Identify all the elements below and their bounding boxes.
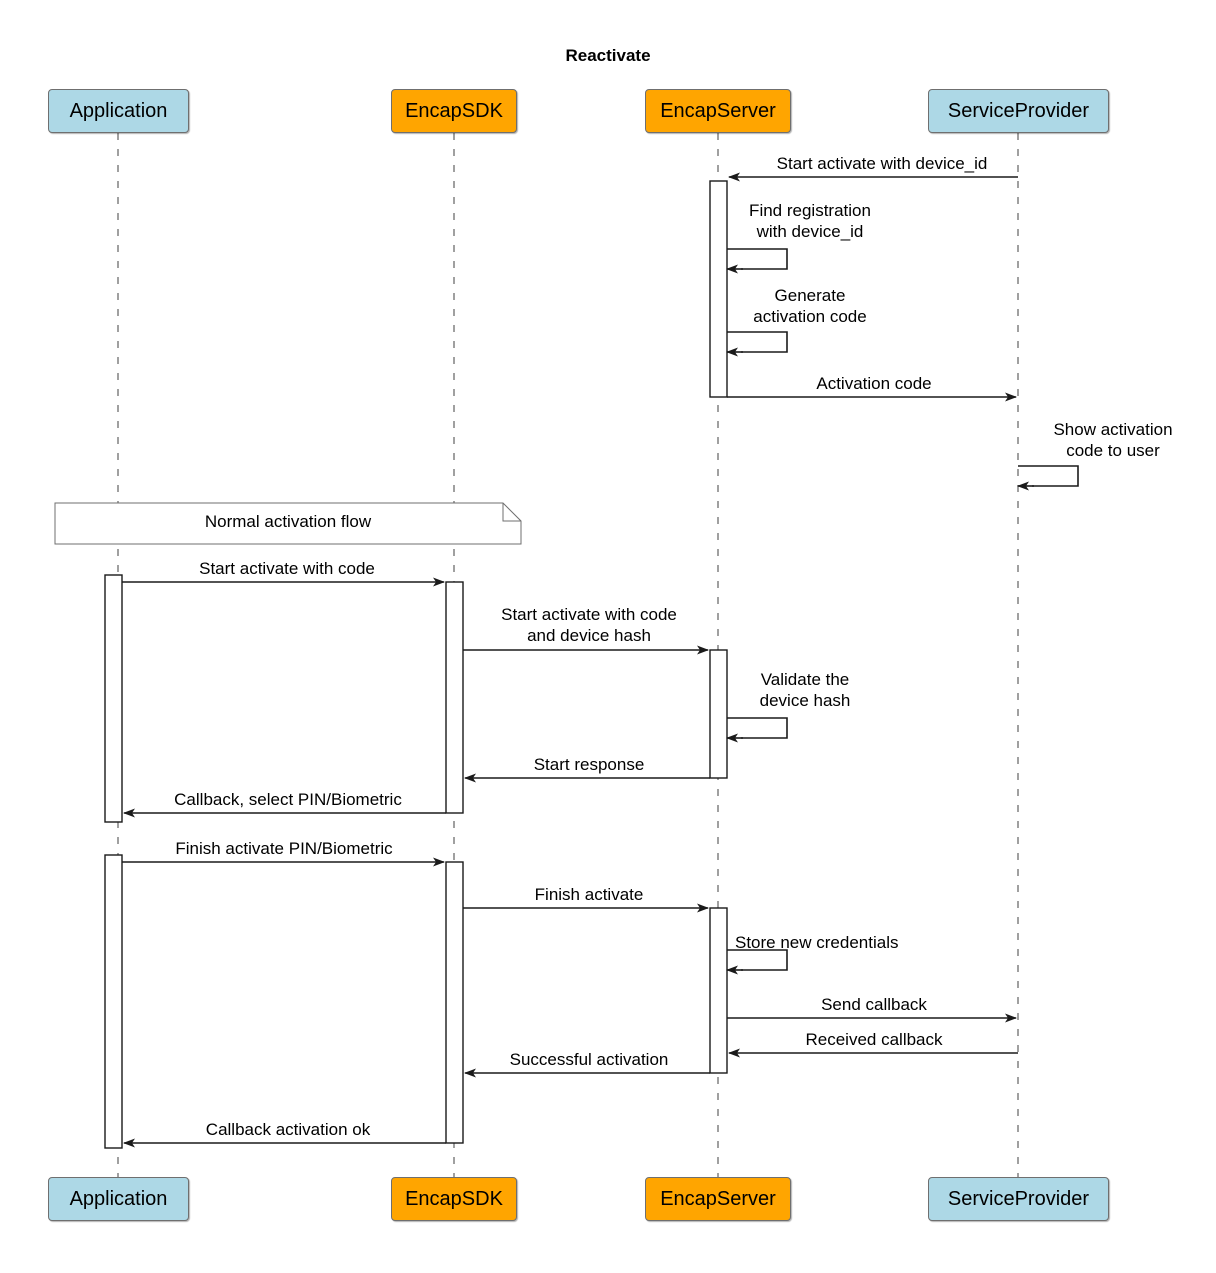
- participant-serviceprovider-top[interactable]: ServiceProvider: [928, 89, 1109, 133]
- activation-bar-application: [104, 854, 123, 1149]
- participant-label: Application: [69, 1187, 168, 1210]
- participant-encapsdk-top[interactable]: EncapSDK: [391, 89, 517, 133]
- message-label-m10: Received callback: [805, 1030, 943, 1049]
- note-group: [54, 502, 522, 545]
- message-label-m5: Start response: [533, 755, 645, 774]
- self-message-path-s2: [727, 331, 788, 353]
- message-label-m11: Successful activation: [509, 1050, 669, 1069]
- self-message-path-s4: [727, 717, 788, 739]
- message-label-m12: Callback activation ok: [205, 1120, 371, 1139]
- activation-bar-encapserver: [709, 649, 728, 779]
- participant-label: Application: [69, 99, 168, 122]
- self-message-path-s3: [1018, 465, 1079, 487]
- participant-application-top[interactable]: Application: [48, 89, 189, 133]
- participant-label: ServiceProvider: [947, 1187, 1090, 1210]
- message-label-m1: Start activate with device_id: [776, 154, 988, 173]
- diagram-title: Reactivate: [565, 46, 651, 65]
- self-message-path-s5: [727, 949, 788, 971]
- message-arrows-group: [122, 172, 1018, 1148]
- message-label-m7: Finish activate PIN/Biometric: [175, 839, 393, 858]
- self-message-group: [726, 248, 1079, 975]
- self-message-path-s1: [727, 248, 788, 270]
- participant-label: EncapSDK: [405, 1187, 503, 1210]
- message-label-m3: Start activate with code: [199, 559, 375, 578]
- participant-application-bottom[interactable]: Application: [48, 1177, 189, 1221]
- participant-label: EncapServer: [660, 1187, 776, 1210]
- note-fold-corner: [502, 503, 521, 522]
- activation-bar-encapsdk: [445, 581, 464, 814]
- participant-label: ServiceProvider: [947, 99, 1090, 122]
- message-label-m2: Activation code: [816, 374, 932, 393]
- participant-label: EncapServer: [660, 99, 776, 122]
- participant-encapserver-bottom[interactable]: EncapServer: [645, 1177, 791, 1221]
- activation-bars-group: [104, 180, 728, 1149]
- activation-bar-encapserver: [709, 180, 728, 398]
- lifelines-group: [117, 133, 1019, 1177]
- activation-bar-application: [104, 574, 123, 823]
- participant-serviceprovider-bottom[interactable]: ServiceProvider: [928, 1177, 1109, 1221]
- participant-encapsdk-bottom[interactable]: EncapSDK: [391, 1177, 517, 1221]
- message-label-m8: Finish activate: [534, 885, 644, 904]
- participant-label: EncapSDK: [405, 99, 503, 122]
- message-label-m9: Send callback: [821, 995, 927, 1014]
- activation-bar-encapsdk: [445, 861, 464, 1144]
- note-label: Normal activation flow: [204, 512, 372, 531]
- note-body: [54, 502, 522, 545]
- activation-bar-encapserver: [709, 907, 728, 1074]
- self-message-label-s5: Store new credentials: [735, 933, 899, 952]
- participant-encapserver-top[interactable]: EncapServer: [645, 89, 791, 133]
- message-label-m6: Callback, select PIN/Biometric: [174, 790, 402, 809]
